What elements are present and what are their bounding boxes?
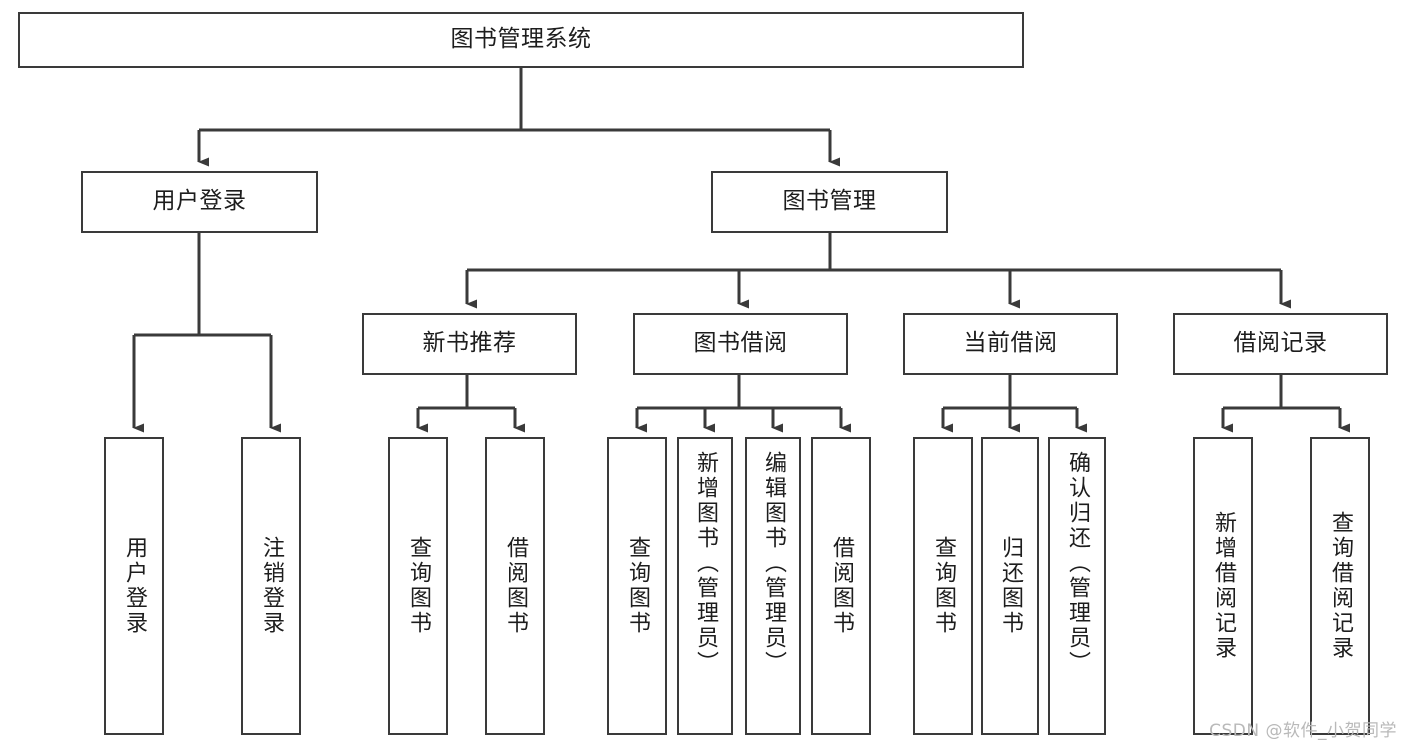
node-leaf-return-book[interactable]: 归还图书 <box>981 437 1039 735</box>
node-borrow-record-label: 借阅记录 <box>1233 330 1328 357</box>
node-user-login-label: 用户登录 <box>152 188 247 215</box>
node-book-borrow-label: 图书借阅 <box>693 330 788 357</box>
node-leaf-query-book-3[interactable]: 查询图书 <box>913 437 973 735</box>
node-leaf-add-book[interactable]: 新增图书（管理员） <box>677 437 733 735</box>
node-leaf-query-record[interactable]: 查询借阅记录 <box>1310 437 1370 735</box>
node-user-login[interactable]: 用户登录 <box>81 171 318 233</box>
node-leaf-query-book-1-label: 查询图书 <box>406 536 431 636</box>
node-current-borrow-label: 当前借阅 <box>963 330 1058 357</box>
node-new-book-recommend-label: 新书推荐 <box>422 330 517 357</box>
csdn-watermark: CSDN @软件_小贺同学 <box>1209 721 1397 741</box>
node-leaf-confirm-return[interactable]: 确认归还（管理员） <box>1048 437 1106 735</box>
node-leaf-borrow-book-1[interactable]: 借阅图书 <box>485 437 545 735</box>
node-root-label: 图书管理系统 <box>450 26 592 53</box>
node-leaf-borrow-book-1-label: 借阅图书 <box>503 536 528 636</box>
node-leaf-add-book-label: 新增图书（管理员） <box>693 451 718 676</box>
node-leaf-edit-book[interactable]: 编辑图书（管理员） <box>745 437 801 735</box>
node-leaf-return-book-label: 归还图书 <box>998 536 1023 636</box>
node-leaf-query-book-3-label: 查询图书 <box>931 536 956 636</box>
node-borrow-record[interactable]: 借阅记录 <box>1173 313 1388 375</box>
node-book-manage[interactable]: 图书管理 <box>711 171 948 233</box>
node-leaf-user-login[interactable]: 用户登录 <box>104 437 164 735</box>
node-leaf-confirm-return-label: 确认归还（管理员） <box>1065 451 1090 676</box>
node-book-borrow[interactable]: 图书借阅 <box>633 313 848 375</box>
node-leaf-query-book-2-label: 查询图书 <box>625 536 650 636</box>
node-leaf-borrow-book-2-label: 借阅图书 <box>829 536 854 636</box>
node-leaf-borrow-book-2[interactable]: 借阅图书 <box>811 437 871 735</box>
node-leaf-logout-login-label: 注销登录 <box>259 536 284 636</box>
node-leaf-logout-login[interactable]: 注销登录 <box>241 437 301 735</box>
node-leaf-user-login-label: 用户登录 <box>122 536 147 636</box>
node-leaf-query-book-2[interactable]: 查询图书 <box>607 437 667 735</box>
node-leaf-add-record-label: 新增借阅记录 <box>1211 511 1236 661</box>
node-new-book-recommend[interactable]: 新书推荐 <box>362 313 577 375</box>
node-leaf-edit-book-label: 编辑图书（管理员） <box>761 451 786 676</box>
node-leaf-add-record[interactable]: 新增借阅记录 <box>1193 437 1253 735</box>
node-root[interactable]: 图书管理系统 <box>18 12 1024 68</box>
node-current-borrow[interactable]: 当前借阅 <box>903 313 1118 375</box>
node-leaf-query-record-label: 查询借阅记录 <box>1328 511 1353 661</box>
node-leaf-query-book-1[interactable]: 查询图书 <box>388 437 448 735</box>
node-book-manage-label: 图书管理 <box>782 188 877 215</box>
